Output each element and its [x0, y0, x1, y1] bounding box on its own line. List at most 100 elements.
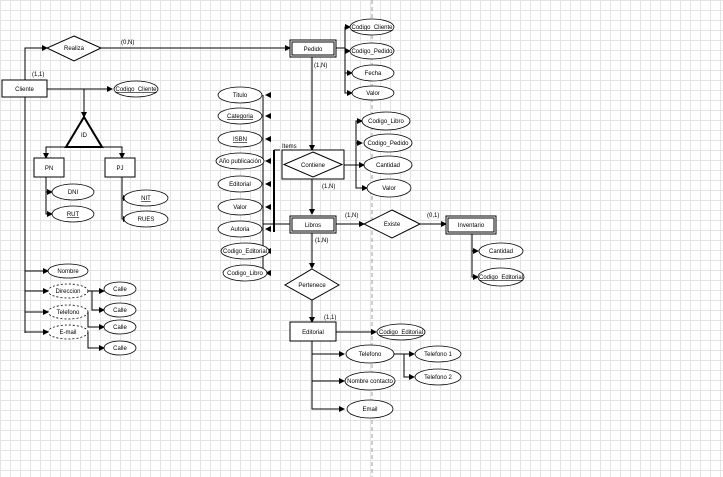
- attr-contiene-codigo-libro[interactable]: Codigo_Libro: [361, 111, 411, 131]
- svg-text:Contiene: Contiene: [301, 163, 326, 169]
- svg-text:Nombre: Nombre: [57, 269, 79, 275]
- svg-text:Codigo_Libro: Codigo_Libro: [368, 119, 404, 125]
- attr-pedido-codigo-cliente[interactable]: Codigo_Cliente: [349, 18, 395, 36]
- svg-text:Nombre contacto: Nombre contacto: [347, 379, 393, 385]
- svg-text:Direccion: Direccion: [55, 289, 80, 295]
- entity-pn[interactable]: PN: [33, 157, 65, 178]
- entity-libros[interactable]: Libros: [289, 215, 337, 234]
- attr-pedido-valor[interactable]: Valor: [351, 85, 395, 101]
- svg-text:Titulo: Titulo: [233, 93, 248, 99]
- attr-libro-codigo-libro[interactable]: Codigo_Libro: [222, 264, 268, 282]
- card-contiene-libros: (1,N): [322, 184, 335, 190]
- attr-autoria[interactable]: Autoria: [217, 220, 263, 238]
- svg-text:Codigo_Cliente: Codigo_Cliente: [351, 25, 393, 31]
- attr-isbn[interactable]: ISBN: [217, 130, 263, 148]
- attr-inv-codigo-editorial[interactable]: Codigo_Editorial: [477, 267, 525, 287]
- svg-text:Existe: Existe: [384, 222, 401, 228]
- attr-pedido-codigo-pedido[interactable]: Codigo_Pedido: [349, 42, 395, 60]
- svg-text:Codigo_Editorial: Codigo_Editorial: [379, 330, 423, 336]
- svg-text:NIT: NIT: [141, 196, 151, 202]
- attr-inv-cantidad[interactable]: Cantidad: [478, 242, 524, 260]
- svg-text:Codigo_Pedido: Codigo_Pedido: [367, 141, 409, 147]
- entity-cliente[interactable]: Cliente: [1, 79, 48, 98]
- attr-contiene-codigo-pedido[interactable]: Codigo_Pedido: [363, 133, 413, 153]
- attr-titulo[interactable]: Titulo: [217, 86, 263, 104]
- attr-ed-telefono[interactable]: Telefono: [345, 344, 395, 364]
- attr-calle-3[interactable]: Calle: [103, 319, 137, 335]
- attr-cliente-codigo[interactable]: Codigo_Cliente: [113, 80, 159, 98]
- attr-nit[interactable]: NIT: [123, 189, 169, 207]
- attr-contiene-cantidad[interactable]: Cantidad: [363, 155, 413, 175]
- svg-text:PJ: PJ: [116, 166, 123, 172]
- svg-text:Fecha: Fecha: [365, 71, 382, 77]
- entity-pedido[interactable]: Pedido: [289, 39, 337, 58]
- attr-ed-telefono-1[interactable]: Telefono 1: [414, 345, 462, 363]
- svg-text:Valor: Valor: [233, 205, 247, 211]
- attr-libro-editorial[interactable]: Editorial: [217, 175, 263, 193]
- attr-calle-2[interactable]: Calle: [103, 302, 137, 318]
- attr-telefono-cliente[interactable]: Telefono: [47, 304, 89, 320]
- card-pedido-contiene: (1,N): [314, 63, 327, 69]
- attr-nombre[interactable]: Nombre: [47, 263, 89, 279]
- svg-text:Email: Email: [362, 407, 377, 413]
- attr-calle-1[interactable]: Calle: [103, 281, 137, 297]
- svg-text:Cantidad: Cantidad: [489, 249, 513, 255]
- svg-text:Telefono 1: Telefono 1: [424, 352, 452, 358]
- svg-text:Categoria: Categoria: [227, 114, 254, 120]
- note-items: Items: [282, 144, 297, 150]
- svg-text:Cantidad: Cantidad: [376, 163, 400, 169]
- card-cliente-realiza: (1,1): [32, 72, 44, 78]
- isa-triangle[interactable]: ID: [64, 115, 104, 148]
- svg-text:Año publicación: Año publicación: [219, 159, 261, 165]
- attr-rues[interactable]: RUES: [123, 210, 169, 228]
- svg-text:Calle: Calle: [113, 287, 127, 293]
- attr-ed-telefono-2[interactable]: Telefono 2: [414, 368, 462, 386]
- svg-text:Codigo_Editorial: Codigo_Editorial: [223, 249, 267, 255]
- svg-text:Libros: Libros: [305, 223, 321, 229]
- card-libros-pertenece: (1,N): [315, 238, 328, 244]
- attr-direccion[interactable]: Direccion: [47, 283, 89, 299]
- entity-pj[interactable]: PJ: [104, 157, 136, 178]
- svg-text:DNI: DNI: [68, 190, 79, 196]
- svg-text:Valor: Valor: [382, 186, 396, 192]
- svg-text:ID: ID: [81, 133, 88, 139]
- svg-text:Valor: Valor: [366, 91, 380, 97]
- svg-text:Realiza: Realiza: [64, 46, 85, 52]
- attr-categoria[interactable]: Categoria: [217, 107, 263, 125]
- attr-dni[interactable]: DNI: [51, 183, 95, 201]
- attr-calle-4[interactable]: Calle: [103, 340, 137, 356]
- attr-libro-valor[interactable]: Valor: [217, 198, 263, 216]
- svg-text:Telefono 2: Telefono 2: [424, 375, 452, 381]
- svg-text:PN: PN: [45, 166, 53, 172]
- svg-text:Telefono: Telefono: [57, 310, 80, 316]
- svg-text:RUES: RUES: [138, 217, 155, 223]
- attr-rut[interactable]: RUT: [51, 205, 95, 223]
- attr-ed-codigo[interactable]: Codigo_Editorial: [376, 323, 426, 341]
- attr-anio[interactable]: Año publicación: [215, 152, 265, 170]
- svg-text:Codigo_Cliente: Codigo_Cliente: [115, 87, 157, 93]
- svg-text:Calle: Calle: [113, 325, 127, 331]
- svg-text:Inventario: Inventario: [458, 223, 485, 229]
- entity-editorial[interactable]: Editorial: [289, 321, 337, 342]
- attr-email-cliente[interactable]: E-mail: [47, 324, 89, 340]
- card-realiza-pedido: (0,N): [121, 40, 134, 46]
- attr-ed-nombre-contacto[interactable]: Nombre contacto: [344, 371, 396, 391]
- svg-text:Codigo_Libro: Codigo_Libro: [227, 271, 263, 277]
- relationship-realiza[interactable]: Realiza: [45, 35, 103, 62]
- svg-text:ISBN: ISBN: [233, 137, 247, 143]
- attr-ed-email[interactable]: Email: [346, 399, 394, 419]
- relationship-pertenece[interactable]: Pertenece: [283, 268, 341, 301]
- attr-libro-codigo-editorial[interactable]: Codigo_Editorial: [220, 242, 270, 260]
- connectors: [24, 24, 479, 412]
- card-existe-inventario: (0,1): [427, 213, 439, 219]
- svg-text:Calle: Calle: [113, 346, 127, 352]
- card-libros-existe: (1,N): [345, 213, 358, 219]
- attr-contiene-valor[interactable]: Valor: [366, 178, 412, 198]
- entity-inventario[interactable]: Inventario: [445, 215, 497, 235]
- svg-text:RUT: RUT: [67, 212, 80, 218]
- attr-pedido-fecha[interactable]: Fecha: [351, 64, 395, 82]
- relationship-contiene[interactable]: Contiene: [281, 149, 345, 180]
- relationship-existe[interactable]: Existe: [362, 209, 422, 239]
- svg-text:Codigo_Editorial: Codigo_Editorial: [479, 275, 523, 281]
